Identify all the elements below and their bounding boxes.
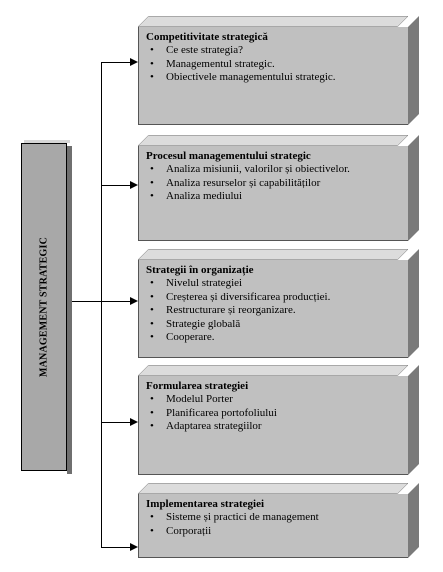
arrow-head-3 <box>130 297 138 305</box>
connector-branch-3 <box>101 301 131 302</box>
section-list: Analiza misiunii, valorilor și obiective… <box>150 163 350 204</box>
main-box-side-face <box>67 146 72 474</box>
list-item: Ce este strategia? <box>150 44 336 58</box>
list-item: Analiza mediului <box>150 190 350 204</box>
arrow-head-5 <box>130 543 138 551</box>
list-item: Managementul strategic. <box>150 58 336 72</box>
arrow-head-4 <box>130 418 138 426</box>
list-item: Modelul Porter <box>150 393 277 407</box>
box-top-face <box>138 483 408 494</box>
main-label: MANAGEMENT STRATEGIC <box>38 236 50 378</box>
section-list: Ce este strategia? Managementul strategi… <box>150 44 336 85</box>
connector-from-main <box>72 301 102 302</box>
box-side-face <box>408 483 419 558</box>
list-item: Creșterea și diversificarea producției. <box>150 291 330 305</box>
management-strategic-box <box>21 143 67 471</box>
section-list: Nivelul strategiei Creșterea și diversif… <box>150 277 330 345</box>
list-item: Restructurare și reorganizare. <box>150 304 330 318</box>
connector-branch-4 <box>101 422 131 423</box>
section-title: Formularea strategiei <box>146 380 249 392</box>
list-item: Cooperare. <box>150 331 330 345</box>
list-item: Nivelul strategiei <box>150 277 330 291</box>
connector-branch-5 <box>101 547 131 548</box>
list-item: Analiza misiunii, valorilor și obiective… <box>150 163 350 177</box>
list-item: Corporații <box>150 525 319 539</box>
section-title: Procesul managementului strategic <box>146 150 311 162</box>
connector-branch-1 <box>101 62 131 63</box>
list-item: Planificarea portofoliului <box>150 407 277 421</box>
section-list: Sisteme și practici de management Corpor… <box>150 511 319 539</box>
box-top-face <box>138 16 408 27</box>
box-top-face <box>138 365 408 376</box>
arrow-head-2 <box>130 181 138 189</box>
list-item: Sisteme și practici de management <box>150 511 319 525</box>
box-top-face <box>138 135 408 146</box>
box-side-face <box>408 16 419 125</box>
list-item: Adaptarea strategiilor <box>150 420 277 434</box>
list-item: Obiectivele managementului strategic. <box>150 71 335 85</box>
arrow-head-1 <box>130 58 138 66</box>
section-title: Implementarea strategiei <box>146 498 265 510</box>
main-box-top-face <box>24 140 70 143</box>
list-item: Analiza resurselor și capabilităților <box>150 177 350 191</box>
box-side-face <box>408 135 419 241</box>
section-title: Strategii în organizație <box>146 264 254 276</box>
box-top-face <box>138 249 408 260</box>
section-title: Competitivitate strategică <box>146 31 268 43</box>
box-side-face <box>408 249 419 358</box>
list-item: Strategie globală <box>150 318 330 332</box>
connector-branch-2 <box>101 185 131 186</box>
section-list: Modelul Porter Planificarea portofoliulu… <box>150 393 277 434</box>
box-side-face <box>408 365 419 475</box>
connector-vertical <box>101 62 102 548</box>
